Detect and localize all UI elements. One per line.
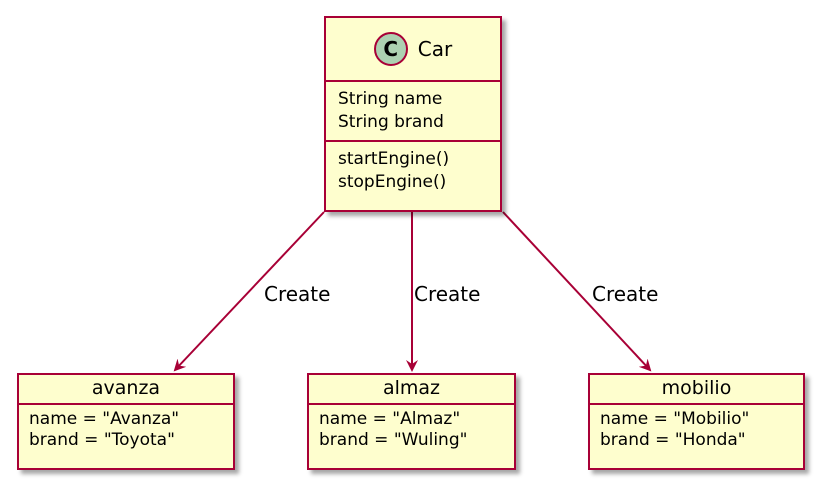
object-title: mobilio [661, 377, 732, 399]
class-method: startEngine() [338, 149, 450, 169]
relation-edge-avanza [173, 211, 325, 372]
object-attributes: name = "Almaz"brand = "Wuling" [309, 403, 514, 455]
object-box-avanza[interactable]: avanza name = "Avanza"brand = "Toyota" [17, 373, 235, 470]
object-title: avanza [91, 377, 161, 399]
object-attribute: brand = "Toyota" [29, 430, 175, 450]
class-field: String name [338, 89, 443, 109]
class-method: stopEngine() [338, 172, 447, 192]
relation-label: Create [264, 282, 331, 306]
object-box-mobilio[interactable]: mobilio name = "Mobilio"brand = "Honda" [588, 373, 805, 470]
relation-label: Create [414, 282, 481, 306]
relation-edge-mobilio [502, 211, 652, 372]
class-stereotype-icon: C [373, 32, 408, 66]
class-field: String brand [338, 112, 444, 132]
object-title: almaz [382, 377, 441, 399]
object-attributes: name = "Mobilio"brand = "Honda" [590, 403, 803, 455]
relation-label: Create [592, 282, 659, 306]
object-attribute: name = "Mobilio" [600, 409, 750, 429]
object-attribute: name = "Almaz" [319, 409, 461, 429]
object-attribute: name = "Avanza" [29, 409, 180, 429]
object-attributes: name = "Avanza"brand = "Toyota" [19, 403, 233, 455]
object-attribute: brand = "Honda" [600, 430, 746, 450]
object-attribute: brand = "Wuling" [319, 430, 468, 450]
class-header: C Car [326, 18, 500, 80]
object-box-almaz[interactable]: almaz name = "Almaz"brand = "Wuling" [307, 373, 516, 470]
class-methods: startEngine() stopEngine() [326, 140, 500, 200]
class-name: Car [417, 37, 453, 61]
